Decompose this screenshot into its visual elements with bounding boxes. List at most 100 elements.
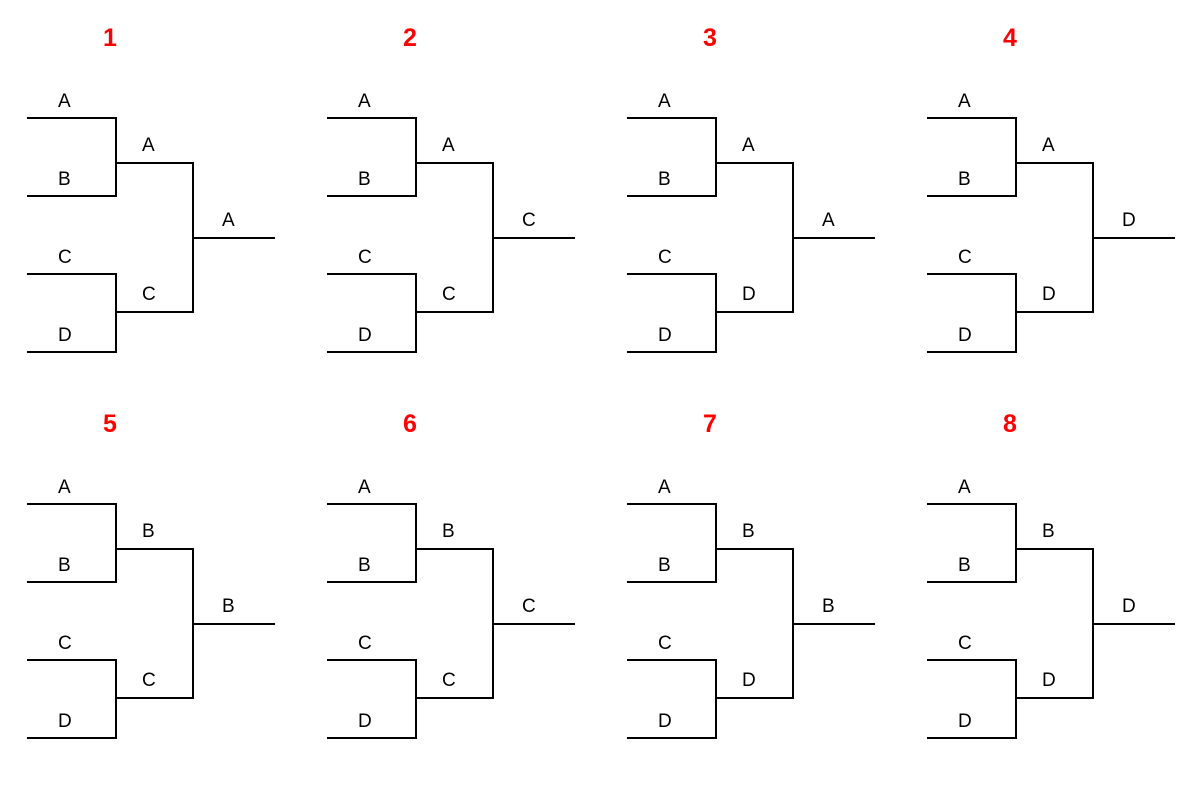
round1-line <box>27 737 117 739</box>
semifinal-line <box>1015 548 1094 550</box>
round1-competitor-label: C <box>658 633 672 654</box>
round1-competitor-label: A <box>958 477 971 498</box>
round1-line <box>627 195 717 197</box>
round1-competitor-label: B <box>958 169 971 190</box>
semifinal-line <box>715 548 794 550</box>
round1-line <box>27 117 117 119</box>
round1-line <box>327 659 417 661</box>
round1-competitor-label: D <box>358 325 372 346</box>
final-line <box>792 237 875 239</box>
semifinal-winner-label: D <box>1042 284 1056 305</box>
round1-line <box>627 659 717 661</box>
semifinal-winner-label: D <box>1042 670 1056 691</box>
round1-line <box>627 117 717 119</box>
round1-competitor-label: C <box>958 247 972 268</box>
round1-line <box>927 737 1017 739</box>
semifinal-line <box>415 311 494 313</box>
round1-connector <box>415 659 417 739</box>
round1-line <box>927 195 1017 197</box>
final-line <box>492 237 575 239</box>
round1-connector <box>415 117 417 197</box>
round1-line <box>927 581 1017 583</box>
semifinal-line <box>415 162 494 164</box>
round1-competitor-label: C <box>58 633 72 654</box>
round1-competitor-label: C <box>358 633 372 654</box>
semifinal-line <box>115 548 194 550</box>
semifinal-winner-label: A <box>142 135 155 156</box>
round1-line <box>627 273 717 275</box>
round1-connector <box>715 273 717 353</box>
round1-connector <box>115 117 117 197</box>
round1-connector <box>115 503 117 583</box>
round1-line <box>927 117 1017 119</box>
semifinal-winner-label: D <box>742 670 756 691</box>
round1-connector <box>1015 273 1017 353</box>
semifinal-winner-label: B <box>142 521 155 542</box>
champion-label: C <box>522 596 536 617</box>
round1-competitor-label: D <box>58 711 72 732</box>
round1-connector <box>715 503 717 583</box>
round1-line <box>627 503 717 505</box>
round1-line <box>327 351 417 353</box>
bracket-number: 3 <box>703 24 717 52</box>
semifinal-winner-label: D <box>742 284 756 305</box>
round1-connector <box>415 503 417 583</box>
semifinal-winner-label: C <box>142 284 156 305</box>
round1-competitor-label: D <box>358 711 372 732</box>
round1-competitor-label: B <box>658 555 671 576</box>
bracket-number: 6 <box>403 410 417 438</box>
round1-line <box>27 273 117 275</box>
round1-line <box>27 195 117 197</box>
round1-line <box>27 351 117 353</box>
semifinal-line <box>1015 697 1094 699</box>
final-line <box>1092 237 1175 239</box>
semifinal-winner-label: C <box>442 670 456 691</box>
semifinal-line <box>115 311 194 313</box>
round1-competitor-label: C <box>958 633 972 654</box>
champion-label: D <box>1122 596 1136 617</box>
round1-competitor-label: D <box>958 711 972 732</box>
semifinal-line <box>1015 311 1094 313</box>
semifinal-line <box>115 697 194 699</box>
round1-competitor-label: B <box>58 555 71 576</box>
round1-line <box>327 581 417 583</box>
final-line <box>192 237 275 239</box>
round1-competitor-label: B <box>658 169 671 190</box>
semifinal-line <box>415 697 494 699</box>
champion-label: C <box>522 210 536 231</box>
champion-label: B <box>222 596 235 617</box>
round1-competitor-label: A <box>358 477 371 498</box>
round1-competitor-label: C <box>358 247 372 268</box>
round1-competitor-label: A <box>958 91 971 112</box>
round1-competitor-label: A <box>358 91 371 112</box>
semifinal-winner-label: B <box>442 521 455 542</box>
round1-connector <box>415 273 417 353</box>
round1-competitor-label: B <box>958 555 971 576</box>
bracket-number: 4 <box>1003 24 1017 52</box>
bracket-number: 2 <box>403 24 417 52</box>
bracket-number: 5 <box>103 410 117 438</box>
round1-line <box>927 503 1017 505</box>
round1-connector <box>1015 117 1017 197</box>
semifinal-winner-label: A <box>442 135 455 156</box>
semifinal-winner-label: A <box>1042 135 1055 156</box>
round1-competitor-label: A <box>658 477 671 498</box>
bracket-number: 7 <box>703 410 717 438</box>
round1-line <box>327 503 417 505</box>
round1-line <box>627 351 717 353</box>
round1-connector <box>715 117 717 197</box>
semifinal-winner-label: B <box>1042 521 1055 542</box>
round1-line <box>927 351 1017 353</box>
semifinal-line <box>115 162 194 164</box>
semifinal-line <box>715 311 794 313</box>
round1-competitor-label: C <box>58 247 72 268</box>
bracket-number: 8 <box>1003 410 1017 438</box>
